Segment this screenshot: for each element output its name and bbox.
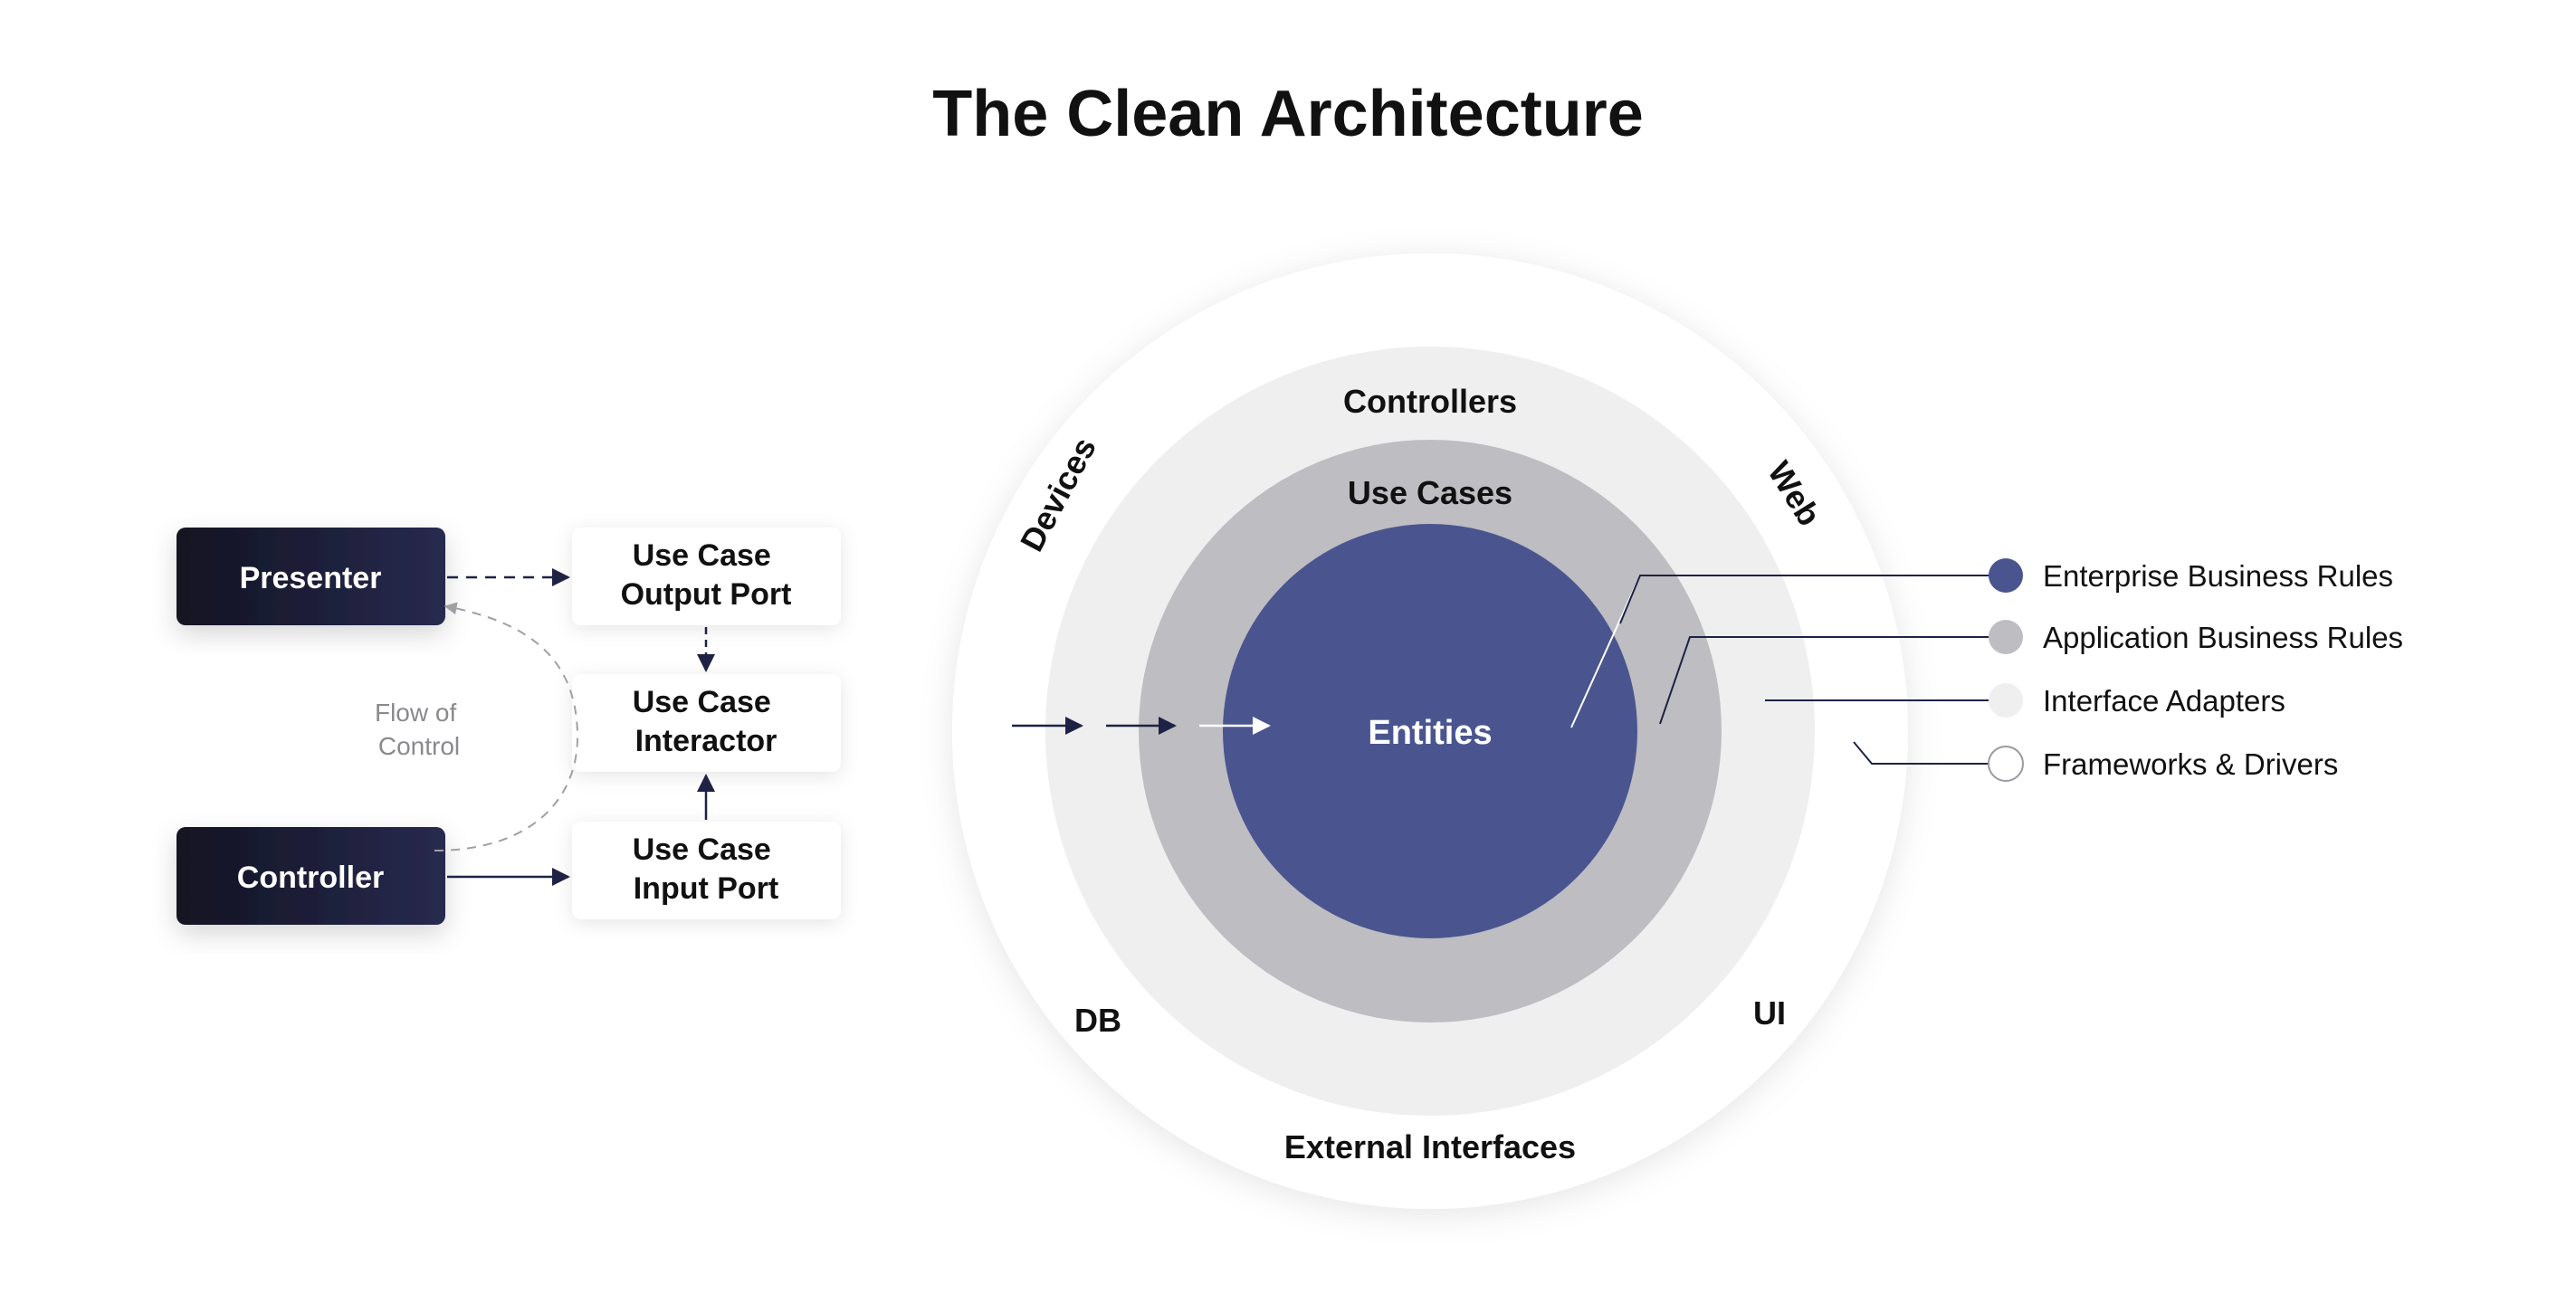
- use-cases-legend-connector: [1659, 636, 1989, 725]
- flow-of-control-curve: [434, 602, 579, 851]
- legend-item-frameworks: Frameworks & Drivers: [1988, 746, 2338, 782]
- legend-item-application: Application Business Rules: [1989, 620, 2403, 654]
- db-label: DB: [1074, 1002, 1121, 1039]
- controllers-label: Controllers: [1343, 383, 1517, 420]
- legend-label-application: Application Business Rules: [2043, 621, 2403, 654]
- svg-text:Use Case Input Port: Use Case Input Port: [633, 832, 780, 906]
- frameworks-swatch: [1988, 746, 2024, 782]
- legend-label-enterprise: Enterprise Business Rules: [2043, 559, 2393, 593]
- use-cases-label: Use Cases: [1348, 474, 1512, 511]
- legend-item-adapters: Interface Adapters: [1989, 683, 2285, 718]
- input-port-line-1: Use Case: [633, 832, 771, 867]
- page-title: The Clean Architecture: [932, 78, 1644, 150]
- entities-circle: [1223, 524, 1637, 938]
- external-interfaces-label: External Interfaces: [1284, 1128, 1576, 1165]
- interactor-line-1: Use Case: [633, 685, 771, 719]
- flow-label-line-1: Flow of: [375, 699, 456, 727]
- output-port-line-1: Use Case: [633, 538, 771, 573]
- svg-text:Flow of Control: Flow of Control: [375, 699, 463, 760]
- use-case-input-port-box: Use Case Input Port: [572, 822, 841, 919]
- application-swatch: [1989, 620, 2023, 654]
- frameworks-legend-connector: [1853, 741, 1989, 765]
- use-case-interactor-box: Use Case Interactor: [572, 674, 841, 772]
- ui-label: UI: [1753, 994, 1786, 1032]
- entities-legend-connector-outside: [1619, 575, 1989, 624]
- input-port-line-2: Input Port: [634, 871, 779, 906]
- svg-text:Use Case Interactor: Use Case Interactor: [633, 685, 780, 758]
- flow-of-control-diagram: Presenter Controller Use Case Output Por…: [177, 528, 841, 925]
- presenter-label: Presenter: [240, 561, 382, 595]
- flow-label-line-2: Control: [378, 732, 460, 760]
- enterprise-swatch: [1989, 558, 2023, 593]
- controller-label: Controller: [237, 861, 384, 895]
- legend: Enterprise Business Rules Application Bu…: [1988, 558, 2403, 782]
- presenter-box: Presenter: [177, 528, 445, 625]
- interactor-line-2: Interactor: [635, 724, 778, 758]
- output-port-line-2: Output Port: [621, 577, 792, 612]
- architecture-rings: Devices Web DB UI External Interfaces Co…: [952, 253, 1989, 1209]
- adapters-swatch: [1989, 683, 2023, 718]
- entities-label: Entities: [1368, 714, 1492, 752]
- legend-label-adapters: Interface Adapters: [2043, 684, 2285, 718]
- legend-label-frameworks: Frameworks & Drivers: [2043, 747, 2338, 781]
- controller-box: Controller: [177, 827, 445, 925]
- svg-text:Use Case Output Port: Use Case Output Port: [621, 538, 792, 612]
- legend-item-enterprise: Enterprise Business Rules: [1989, 558, 2393, 593]
- use-case-output-port-box: Use Case Output Port: [572, 528, 841, 625]
